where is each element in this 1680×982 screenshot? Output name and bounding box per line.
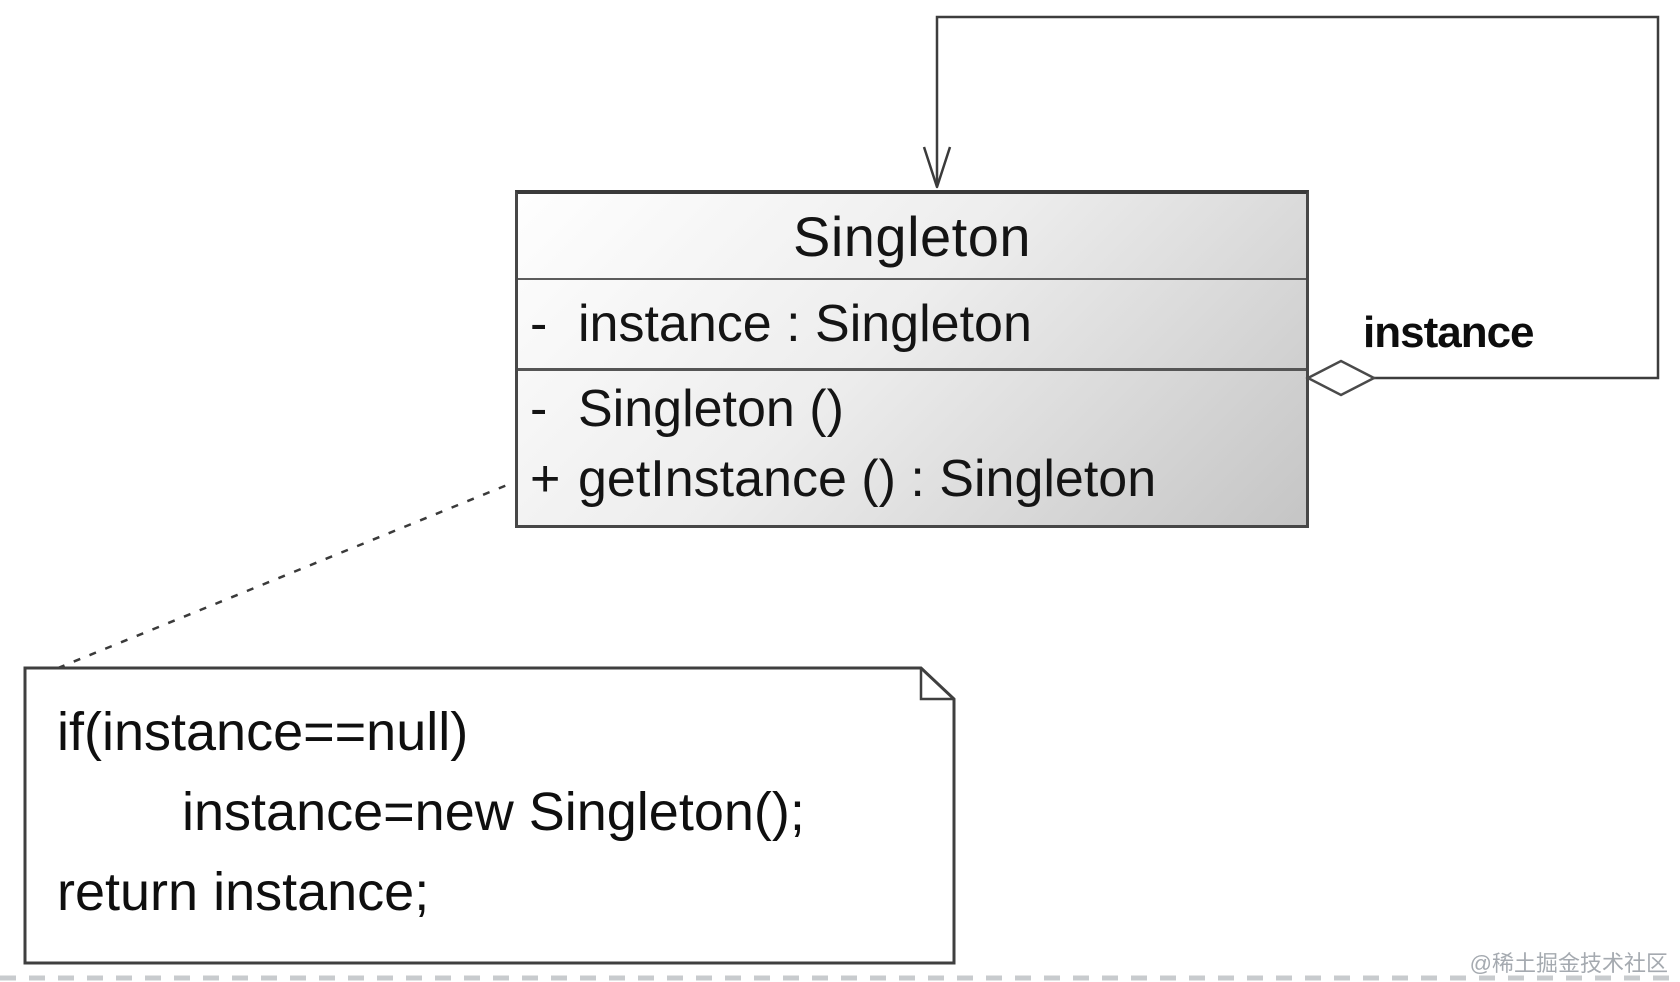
method-row: + getInstance () : Singleton bbox=[518, 444, 1306, 514]
note-code-line: if(instance==null) bbox=[57, 702, 469, 762]
watermark-text: @稀土掘金技术社区 bbox=[1469, 951, 1668, 976]
class-name-compartment: Singleton bbox=[518, 194, 1306, 278]
class-name: Singleton bbox=[792, 204, 1031, 268]
method-text: getInstance () : Singleton bbox=[578, 450, 1157, 508]
visibility-private-sign: - bbox=[530, 295, 548, 353]
note-code-line: instance=new Singleton(); bbox=[182, 782, 805, 842]
class-methods-compartment: - Singleton () + getInstance () : Single… bbox=[518, 368, 1306, 525]
note-code-line: return instance; bbox=[57, 862, 430, 922]
note-code-block: if(instance==null) instance=new Singleto… bbox=[25, 668, 954, 963]
attribute-text: instance : Singleton bbox=[578, 295, 1032, 353]
association-arrowhead-icon bbox=[922, 146, 952, 189]
method-row: - Singleton () bbox=[518, 374, 1306, 444]
class-box-singleton: Singleton - instance : Singleton - Singl… bbox=[515, 190, 1309, 528]
class-attributes-compartment: - instance : Singleton bbox=[518, 278, 1306, 368]
aggregation-diamond-icon bbox=[1305, 359, 1377, 397]
method-text: Singleton () bbox=[578, 380, 844, 438]
visibility-private-sign: - bbox=[530, 380, 548, 438]
attribute-row: - instance : Singleton bbox=[518, 280, 1032, 368]
association-role-label: instance bbox=[1363, 308, 1535, 357]
visibility-public-sign: + bbox=[530, 450, 561, 508]
note-anchor-dashed-line bbox=[57, 481, 513, 670]
